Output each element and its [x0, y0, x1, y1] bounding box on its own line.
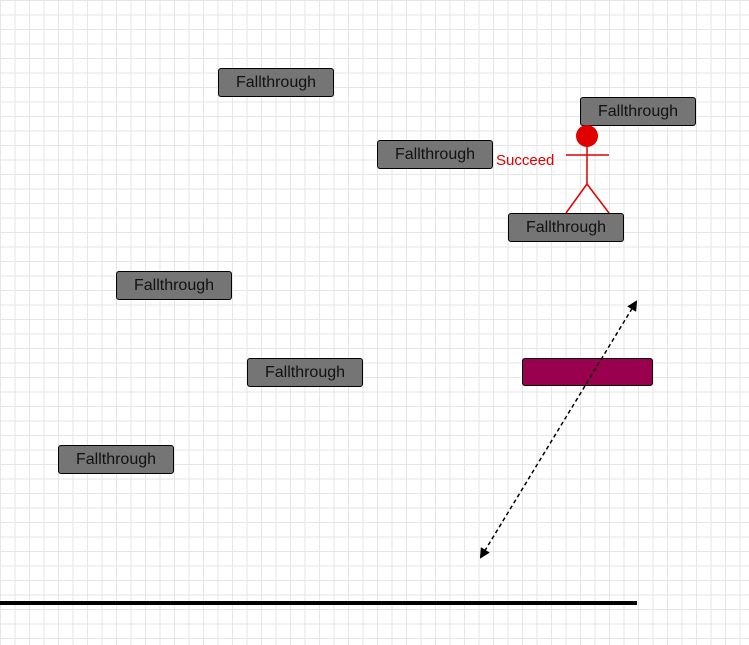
node-fallthrough-3[interactable]: Fallthrough: [377, 140, 493, 169]
actor-label: Succeed: [496, 152, 555, 169]
node-fallthrough-5[interactable]: Fallthrough: [116, 271, 232, 300]
node-fallthrough-7[interactable]: Fallthrough: [58, 445, 174, 474]
dashed-connector[interactable]: [479, 300, 638, 559]
actor-right-leg: [586, 183, 610, 214]
actor-head: [576, 125, 598, 147]
node-fallthrough-6[interactable]: Fallthrough: [247, 358, 363, 387]
actor-left-leg: [565, 183, 588, 214]
node-fallthrough-2[interactable]: Fallthrough: [580, 97, 696, 126]
node-fallthrough-1[interactable]: Fallthrough: [218, 68, 334, 97]
node-fallthrough-4[interactable]: Fallthrough: [508, 213, 624, 242]
actor-figure[interactable]: [565, 125, 610, 214]
